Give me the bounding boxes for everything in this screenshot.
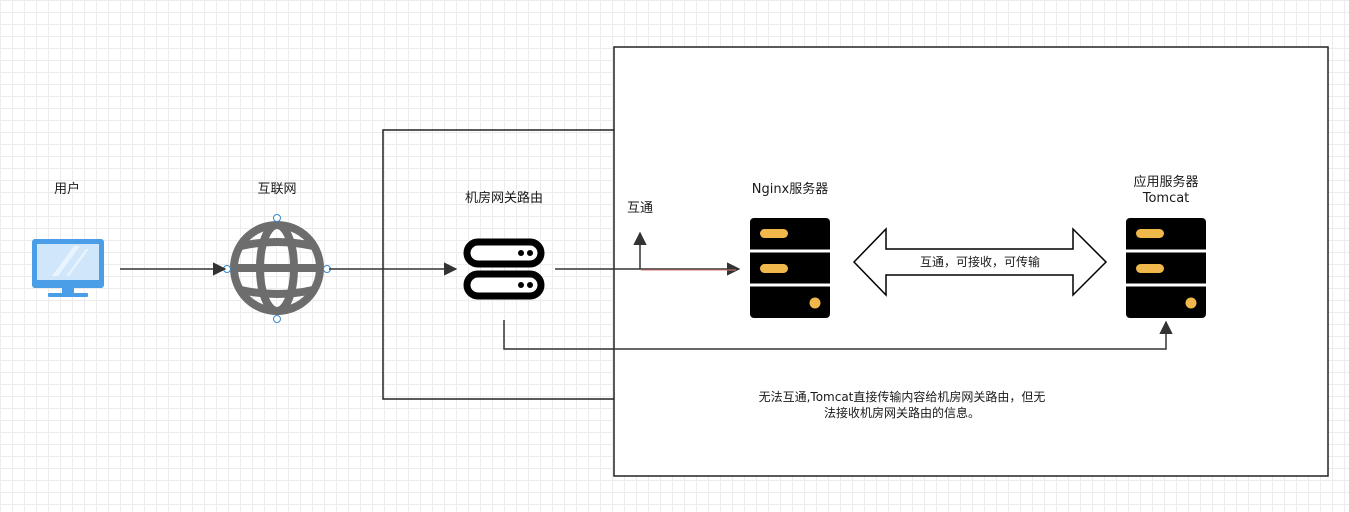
note-text: 无法互通,Tomcat直接传输内容给机房网关路由，但无 法接收机房网关路由的信息… xyxy=(730,389,1074,421)
internet-label: 互联网 xyxy=(257,182,297,197)
router-icon xyxy=(463,238,545,300)
note-line2: 法接收机房网关路由的信息。 xyxy=(823,406,980,420)
nginx-server-icon xyxy=(750,218,830,318)
user-label: 用户 xyxy=(53,182,80,197)
double-arrow-label: 互通，可接收，可传输 xyxy=(919,255,1040,269)
app-server-label-line1: 应用服务器 xyxy=(1133,175,1199,190)
tomcat-server-icon xyxy=(1126,218,1206,318)
gateway-label: 机房网关路由 xyxy=(464,191,543,206)
edge-gateway-tomcat[interactable] xyxy=(503,320,1173,350)
interconnect-label: 互通 xyxy=(626,201,653,216)
app-server-label-line2: Tomcat xyxy=(1142,191,1190,206)
globe-icon xyxy=(230,221,324,315)
app-server-label: 应用服务器 Tomcat xyxy=(1110,175,1222,207)
internal-network-container xyxy=(613,46,1329,477)
nginx-label: Nginx服务器 xyxy=(751,182,829,197)
note-line1: 无法互通,Tomcat直接传输内容给机房网关路由，但无 xyxy=(758,390,1046,404)
monitor-icon xyxy=(32,239,104,297)
double-arrow-shape[interactable] xyxy=(852,227,1108,297)
